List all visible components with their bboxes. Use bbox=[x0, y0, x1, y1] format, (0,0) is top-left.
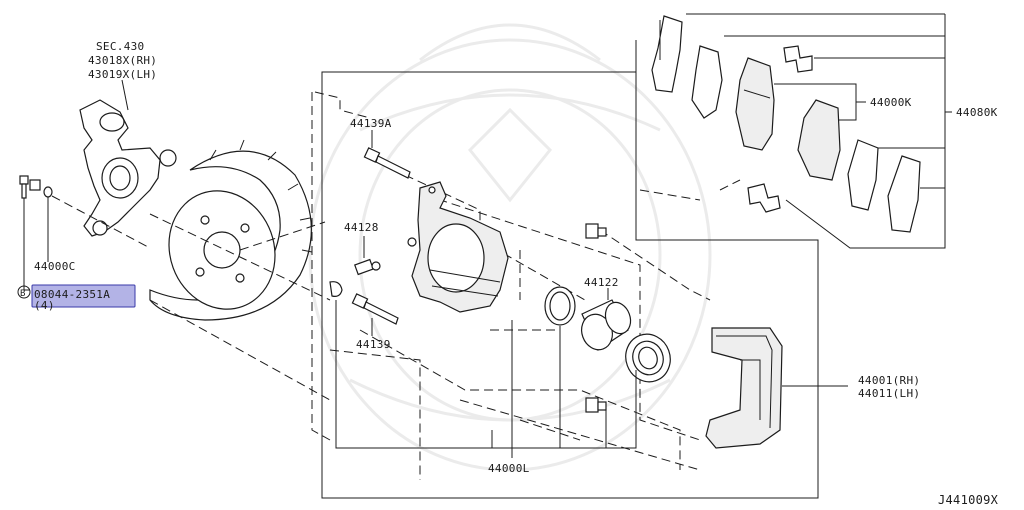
anti-rattle-shim-inner[interactable] bbox=[847, 139, 879, 211]
anti-rattle-shim-inner-2[interactable] bbox=[887, 155, 921, 233]
anti-rattle-shim[interactable] bbox=[691, 45, 723, 119]
bleeder-screw[interactable] bbox=[585, 223, 607, 239]
label-44000c[interactable]: 44000C bbox=[34, 260, 76, 273]
label-44139[interactable]: 44139 bbox=[356, 338, 391, 351]
bleeder-screw-lower[interactable] bbox=[585, 397, 607, 413]
bolt-mark-circle bbox=[17, 285, 31, 299]
caliper-bracket-44001[interactable] bbox=[705, 327, 783, 449]
diagram-code: J441009X bbox=[938, 493, 999, 507]
watermark-emblem bbox=[308, 23, 712, 472]
pin-boot-44128[interactable] bbox=[354, 237, 417, 276]
44080k-leader bbox=[686, 13, 952, 189]
shield-dash-line bbox=[149, 299, 331, 401]
label-44139a[interactable]: 44139A bbox=[350, 117, 392, 130]
piston-boot[interactable] bbox=[619, 328, 677, 388]
anti-rattle-shim-outer[interactable] bbox=[651, 15, 683, 93]
label-44122[interactable]: 44122 bbox=[584, 276, 619, 289]
guide-pin-44139a[interactable] bbox=[363, 147, 411, 179]
caliper-piston-44122[interactable] bbox=[577, 299, 635, 354]
label-bolt-part[interactable]: 08044-2351A bbox=[34, 288, 110, 301]
knuckle-bolt[interactable] bbox=[19, 175, 29, 199]
caliper-body[interactable] bbox=[411, 181, 509, 313]
sec430-leader bbox=[121, 79, 129, 111]
label-bolt-qty: (4) bbox=[34, 299, 55, 312]
label-sec430: SEC.430 bbox=[96, 40, 144, 53]
label-knuckle-lh: 43019X(LH) bbox=[88, 68, 157, 81]
bolt-mark-letter: B bbox=[20, 289, 26, 299]
assembly-guide-lines bbox=[311, 91, 741, 480]
bolt-leader bbox=[23, 198, 30, 291]
label-knuckle-rh: 43018X(RH) bbox=[88, 54, 157, 67]
label-44128[interactable]: 44128 bbox=[344, 221, 379, 234]
hub-dash-line bbox=[239, 221, 326, 251]
label-44000l[interactable]: 44000L bbox=[488, 462, 530, 475]
label-44080k[interactable]: 44080K bbox=[956, 106, 998, 119]
44000l-leader bbox=[335, 300, 637, 458]
brake-pad-outer[interactable] bbox=[735, 57, 775, 151]
label-44000k[interactable]: 44000K bbox=[870, 96, 912, 109]
steering-knuckle[interactable] bbox=[79, 99, 177, 237]
piston-seal[interactable] bbox=[544, 286, 576, 326]
bolt-dash-line bbox=[51, 195, 151, 249]
pad-frame bbox=[635, 14, 946, 249]
washer-44000C[interactable] bbox=[29, 179, 53, 198]
44000k-leader bbox=[774, 83, 866, 121]
guide-pin-44139[interactable] bbox=[329, 281, 399, 325]
knuckle-dash-line bbox=[149, 213, 331, 301]
brake-pad-inner[interactable] bbox=[797, 99, 841, 181]
label-44001-rh[interactable]: 44001(RH) bbox=[858, 374, 920, 387]
label-44011-lh[interactable]: 44011(LH) bbox=[858, 387, 920, 400]
dust-shield[interactable] bbox=[149, 139, 313, 324]
bolt-highlight bbox=[31, 284, 136, 308]
pad-clip-top[interactable] bbox=[783, 45, 813, 73]
pad-clip-bottom[interactable] bbox=[747, 183, 781, 213]
